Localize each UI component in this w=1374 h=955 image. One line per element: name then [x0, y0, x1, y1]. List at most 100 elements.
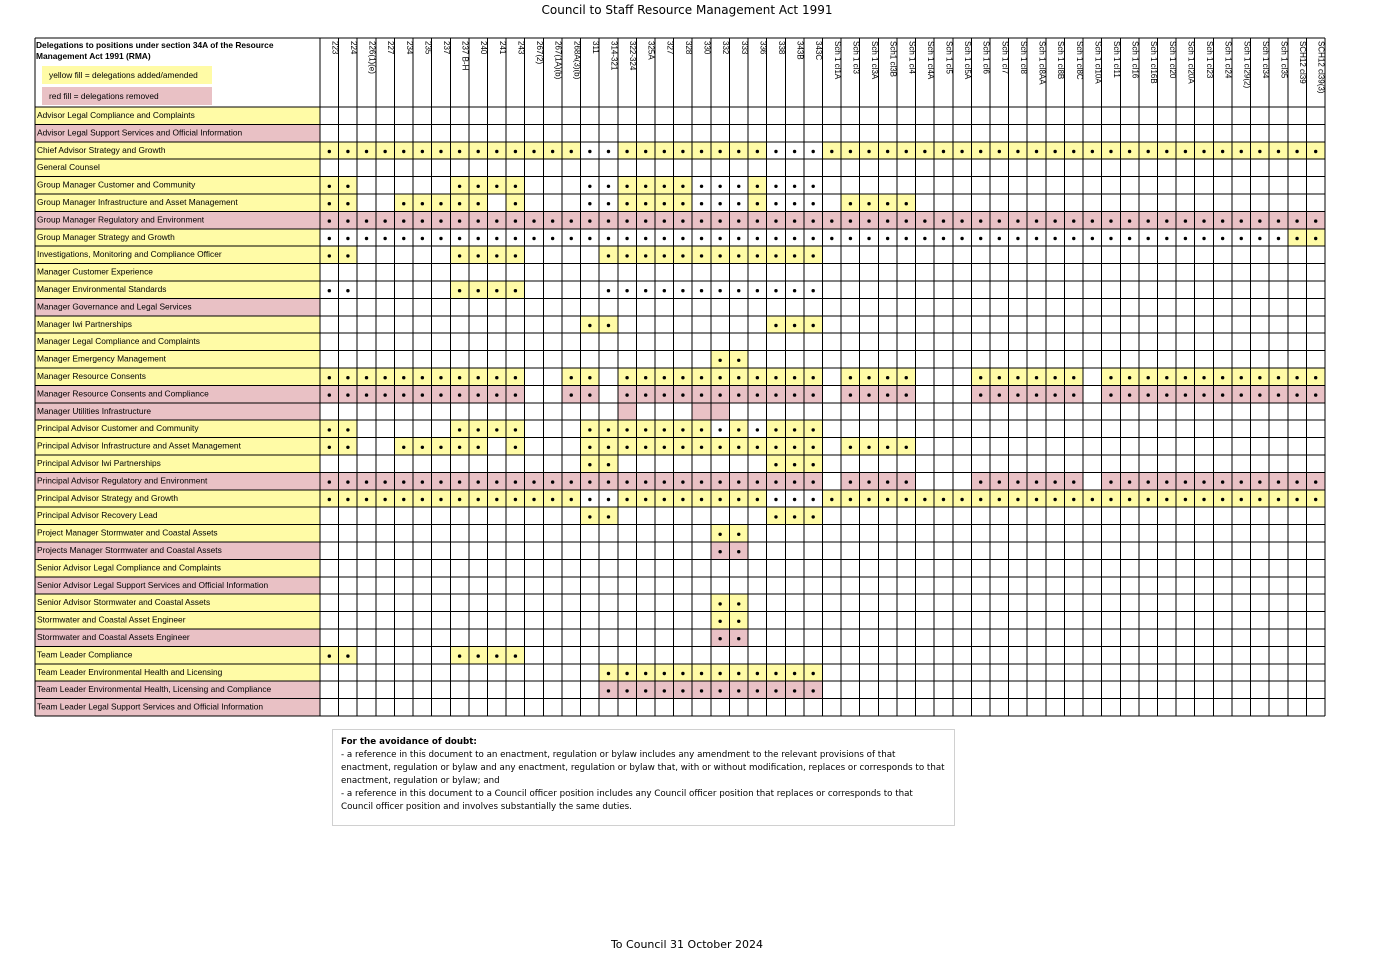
delegation-dot [699, 376, 704, 380]
delegation-dot [439, 202, 443, 206]
delegation-dot [457, 428, 462, 432]
delegation-dot [792, 428, 797, 432]
delegation-dot [457, 445, 462, 449]
delegation-dot [643, 689, 648, 693]
delegation-dot [811, 219, 815, 223]
delegation-dot [550, 497, 555, 502]
row-label-fill [35, 507, 320, 525]
delegation-dot [495, 376, 499, 380]
delegation-dot [737, 236, 741, 241]
delegation-dot [588, 184, 592, 188]
delegation-dot [1183, 480, 1188, 484]
delegation-dot [495, 480, 499, 484]
delegation-dot [420, 236, 425, 241]
delegation-dot [383, 480, 387, 484]
delegation-dot [588, 497, 592, 502]
delegation-dot [643, 236, 648, 241]
column-header: Sch 1 cl7 [1000, 41, 1009, 74]
delegation-dot [681, 497, 685, 502]
delegation-dot [588, 376, 592, 380]
delegation-dot [513, 393, 518, 397]
delegation-dot [1313, 497, 1318, 502]
delegation-dot [625, 445, 629, 449]
delegation-dot [625, 202, 629, 206]
delegation-dot [699, 254, 704, 258]
delegation-dot [1258, 219, 1262, 223]
delegation-dot [327, 236, 332, 241]
delegation-dot [495, 289, 499, 293]
delegation-dot [774, 254, 778, 258]
delegation-dot [755, 219, 760, 223]
row-label-fill [35, 281, 320, 299]
document-title: Council to Staff Resource Management Act… [541, 3, 833, 17]
delegation-dot [1090, 497, 1095, 502]
delegation-dot [346, 289, 350, 293]
delegation-dot [1276, 219, 1281, 223]
delegation-dot [681, 202, 685, 206]
delegation-dot [867, 393, 871, 397]
delegation-dot [513, 219, 518, 223]
position-label: Team Leader Compliance [37, 649, 133, 659]
delegation-dot [997, 480, 1002, 484]
delegation-dot [997, 219, 1002, 223]
column-header: 314-321 [609, 41, 618, 71]
delegation-dot [1202, 236, 1206, 241]
delegation-dot [1220, 376, 1225, 380]
delegation-dot [737, 532, 741, 536]
delegation-dot [625, 236, 629, 241]
position-label: Chief Advisor Strategy and Growth [37, 145, 166, 155]
delegation-dot [737, 219, 741, 223]
delegation-dot [941, 497, 946, 502]
delegation-dot [681, 428, 685, 432]
row-label-fill [35, 211, 320, 229]
delegation-dot [420, 497, 425, 502]
delegation-dot [327, 219, 332, 223]
column-header: Sch 1 cl10A [1093, 41, 1102, 84]
cell-fill [710, 402, 730, 421]
position-label: Projects Manager Stormwater and Coastal … [37, 545, 222, 555]
position-label: Senior Advisor Legal Compliance and Comp… [37, 562, 221, 572]
delegation-dot [383, 376, 387, 380]
delegation-dot [402, 497, 406, 502]
delegation-dot [364, 376, 369, 380]
delegation-dot [532, 497, 536, 502]
delegation-dot [774, 149, 778, 154]
delegation-dot [997, 497, 1002, 502]
delegation-dot [476, 480, 480, 484]
delegation-dot [532, 149, 536, 154]
delegation-dot [830, 219, 834, 223]
delegation-dot [811, 376, 815, 380]
position-label: Principal Advisor Regulatory and Environ… [37, 475, 208, 485]
delegation-dot [792, 184, 797, 188]
delegation-dot [476, 445, 480, 449]
delegation-dot [1165, 376, 1169, 380]
delegation-dot [755, 689, 760, 693]
delegation-dot [625, 289, 629, 293]
delegation-dot [792, 202, 797, 206]
row-label-fill [35, 228, 320, 247]
row-label-fill [35, 542, 320, 560]
delegation-dot [476, 236, 480, 241]
delegation-dot [792, 236, 797, 241]
delegation-dot [774, 219, 778, 223]
row-label-fill [35, 385, 320, 403]
delegation-dot [588, 428, 592, 432]
column-header: Sch 1 cl20 [1168, 41, 1177, 79]
delegation-dot [1295, 376, 1299, 380]
delegation-dot [513, 480, 518, 484]
delegation-dot [1127, 219, 1132, 223]
delegation-dot [699, 497, 704, 502]
delegation-dot [737, 550, 741, 554]
delegation-dot [606, 323, 611, 328]
column-header: Sch 1 cl16B [1149, 41, 1158, 84]
delegation-dot [643, 393, 648, 397]
delegation-dot [699, 202, 704, 206]
delegation-dot [457, 654, 462, 658]
delegation-dot [1034, 149, 1039, 154]
delegation-dot [1183, 376, 1188, 380]
delegation-dot [1258, 497, 1262, 502]
delegation-dot [1313, 149, 1318, 154]
delegation-dot [569, 149, 573, 154]
delegation-dot [1127, 480, 1132, 484]
delegation-dot [848, 393, 853, 397]
